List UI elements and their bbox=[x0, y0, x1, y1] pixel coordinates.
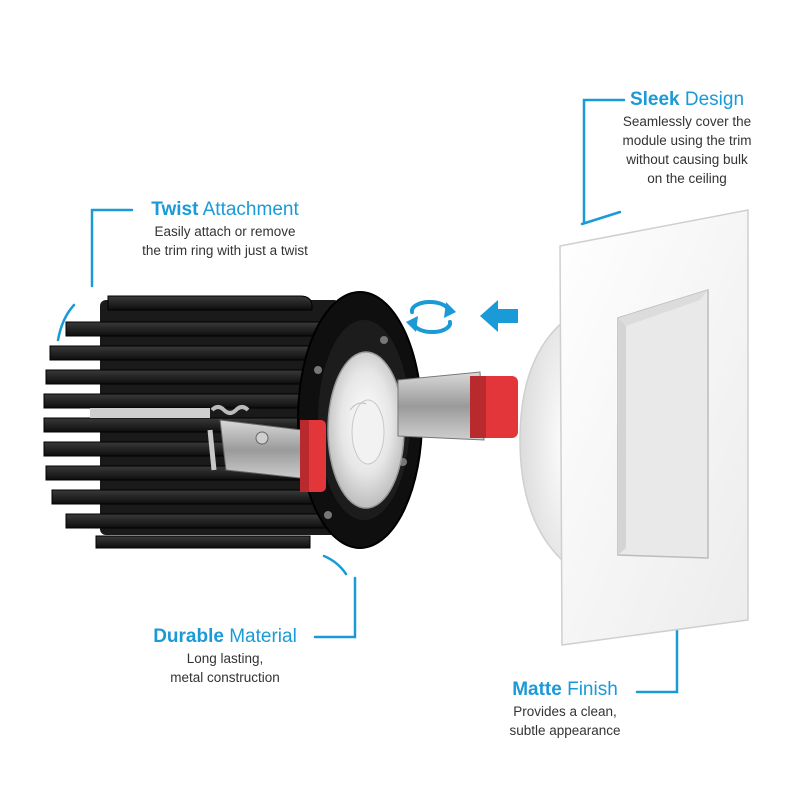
callout-sleek-design: Sleek Design Seamlessly cover the module… bbox=[602, 88, 772, 188]
callout-title: Sleek Design bbox=[602, 88, 772, 112]
callout-desc-line: module using the trim bbox=[622, 133, 752, 148]
callout-desc-line: on the ceiling bbox=[647, 171, 727, 186]
callout-title: Twist Attachment bbox=[120, 198, 330, 222]
callout-title-rest: Finish bbox=[561, 679, 618, 700]
led-module bbox=[43, 291, 518, 549]
callout-title-bold: Twist bbox=[151, 199, 199, 220]
callout-matte-finish: Matte Finish Provides a clean, subtle ap… bbox=[490, 678, 640, 740]
callout-desc-line: Long lasting, bbox=[186, 651, 264, 666]
callout-title-rest: Design bbox=[679, 89, 745, 110]
callout-title: Durable Material bbox=[130, 625, 320, 649]
spring-clip-top bbox=[397, 371, 518, 441]
callout-twist-attachment: Twist Attachment Easily attach or remove… bbox=[120, 198, 330, 260]
callout-leader-lines bbox=[56, 98, 692, 694]
callout-title-rest: Attachment bbox=[198, 199, 299, 220]
callout-title: Matte Finish bbox=[490, 678, 640, 702]
rotate-arrows-icon bbox=[406, 299, 456, 335]
square-trim-ring bbox=[519, 209, 749, 646]
callout-desc-line: Seamlessly cover the bbox=[622, 114, 752, 129]
callout-title-rest: Material bbox=[223, 626, 297, 647]
callout-desc-line: Provides a clean, bbox=[513, 704, 617, 719]
callout-desc-line: the trim ring with just a twist bbox=[142, 243, 308, 258]
callout-durable-material: Durable Material Long lasting, metal con… bbox=[130, 625, 320, 687]
callout-desc-line: metal construction bbox=[170, 670, 280, 685]
callout-desc-line: subtle appearance bbox=[509, 723, 621, 738]
callout-title-bold: Matte bbox=[512, 679, 562, 700]
callout-desc-line: Easily attach or remove bbox=[154, 224, 296, 239]
callout-desc-line: without causing bulk bbox=[626, 152, 748, 167]
callout-title-bold: Sleek bbox=[629, 89, 680, 110]
arrow-left-icon bbox=[480, 300, 518, 332]
spring-clip-side bbox=[207, 405, 326, 492]
callout-title-bold: Durable bbox=[153, 626, 224, 647]
